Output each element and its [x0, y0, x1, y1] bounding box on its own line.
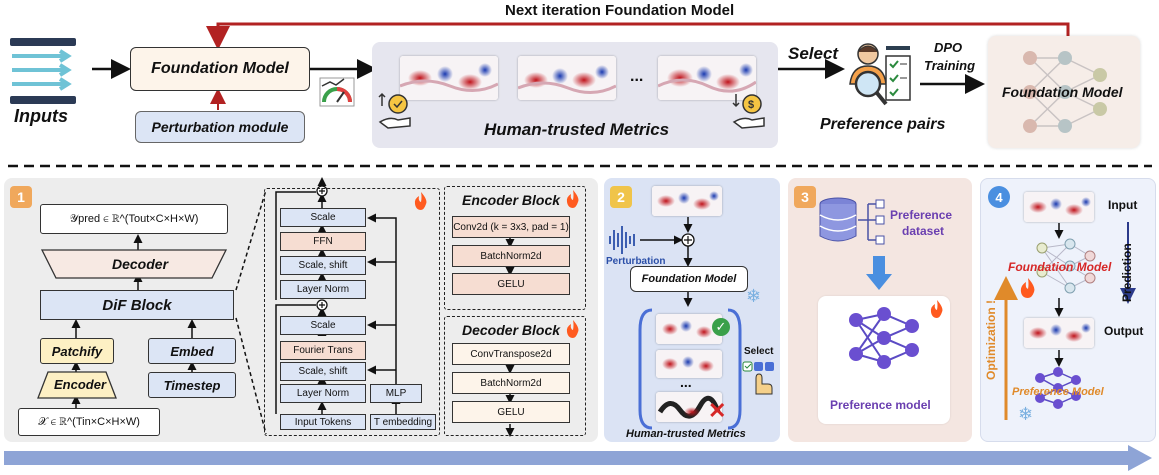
embed-box: Embed: [148, 338, 236, 364]
panel-2-badge: 2: [610, 186, 632, 208]
dpo-label: DPO: [934, 40, 963, 55]
check-icon: ✓: [712, 318, 730, 336]
encoder-block-title: Encoder Block: [462, 192, 561, 208]
foundation-model-box: Foundation Model: [130, 47, 310, 91]
dif-layernorm-top: Layer Norm: [280, 280, 366, 299]
inputs-label: Inputs: [14, 106, 68, 126]
panel-4-badge: 4: [988, 186, 1010, 208]
snowflake-icon: ❄: [1018, 404, 1034, 424]
forecast-image-3: [658, 56, 756, 100]
preference-dataset-label: dataset: [902, 224, 945, 238]
preference-pairs-icon: [849, 43, 911, 106]
metrics-ellipsis: ...: [630, 68, 644, 85]
dif-detail-frame: [264, 188, 440, 436]
p4-output-image: [1024, 318, 1094, 348]
dif-scale-bottom: Scale: [280, 316, 366, 335]
decoder-gelu: GELU: [452, 401, 570, 423]
p4-input-image: [1024, 192, 1094, 222]
p2-candidate-2: [656, 350, 722, 378]
foundation-model-right-label: Foundation Model: [1002, 84, 1123, 100]
p2-select-label: Select: [744, 346, 774, 357]
cross-icon: ✕: [708, 398, 727, 423]
p2-ellipsis: ...: [680, 374, 692, 390]
panel-1-badge: 1: [10, 186, 32, 208]
dif-scale-top: Scale: [280, 208, 366, 227]
dif-fourier-trans: Fourier Trans: [280, 341, 366, 360]
dif-layernorm-bottom: Layer Norm: [280, 384, 366, 403]
encoder-label: Encoder: [54, 377, 107, 392]
p2-foundation-model-box: Foundation Model: [630, 266, 748, 292]
database-icon: [819, 197, 885, 245]
metrics-label: Human-trusted Metrics: [484, 120, 670, 139]
flame-icon: [1020, 278, 1035, 298]
patchify-box: Patchify: [40, 338, 114, 364]
dif-ffn: FFN: [280, 232, 366, 251]
forecast-image-2: [518, 56, 616, 100]
decoder-shape: Decoder: [40, 249, 228, 279]
flame-icon: [566, 320, 579, 338]
dif-input-tokens: Input Tokens: [280, 414, 366, 430]
flame-icon: [414, 192, 427, 210]
money-hand-icon: $: [732, 94, 765, 129]
encoder-conv2d: Conv2d (k = 3x3, pad = 1): [452, 216, 570, 238]
training-label: Training: [924, 58, 976, 73]
p4-input-label: Input: [1108, 198, 1138, 212]
p4-output-label: Output: [1104, 324, 1144, 338]
inputs-icon: [10, 38, 76, 104]
svg-text:$: $: [748, 99, 754, 111]
gauge-icon: [319, 77, 355, 107]
p2-candidate-1: [656, 314, 722, 344]
p4-preference-model-label: Preference Model: [1012, 386, 1104, 398]
flame-icon: [930, 300, 943, 318]
dif-mlp: MLP: [370, 384, 422, 403]
panel-4: [980, 178, 1156, 442]
p2-candidate-bad: [656, 392, 722, 422]
dif-scale-shift-bottom: Scale, shift: [280, 362, 366, 381]
down-arrow-icon: [866, 256, 892, 290]
panel-3-badge: 3: [794, 186, 816, 208]
neural-network-icon: [849, 307, 919, 369]
p2-input-image: [652, 186, 722, 216]
decoder-block-frame: [444, 316, 586, 436]
preference-dataset-label-1: Preference: [890, 208, 953, 222]
x-input-box: 𝒳 ∈ ℝ^(Tin×C×H×W): [18, 408, 160, 436]
preference-model-label: Preference model: [830, 398, 931, 412]
dif-block-box: DiF Block: [40, 290, 234, 320]
dif-t-embedding: T embedding: [370, 414, 436, 430]
y-pred-box: 𝒴pred ∈ ℝ^(Tout×C×H×W): [40, 204, 228, 234]
forecast-image-1: [400, 56, 498, 100]
select-label: Select: [788, 44, 839, 63]
encoder-batchnorm: BatchNorm2d: [452, 245, 570, 267]
encoder-shape: Encoder: [37, 371, 117, 399]
decoder-label: Decoder: [112, 256, 169, 272]
p4-optimization-label: Optimization !: [984, 300, 998, 380]
encoder-gelu: GELU: [452, 273, 570, 295]
decoder-block-title: Decoder Block: [462, 322, 561, 338]
p4-prediction-label: Prediction: [1120, 243, 1134, 302]
preference-pairs-label: Preference pairs: [820, 116, 946, 133]
decoder-batchnorm: BatchNorm2d: [452, 372, 570, 394]
p2-metrics-label: Human-trusted Metrics: [626, 428, 746, 440]
snowflake-icon: ❄: [746, 286, 762, 306]
perturbation-module-box: Perturbation module: [135, 111, 305, 143]
perturbation-label: Perturbation: [606, 256, 666, 267]
dif-scale-shift-top: Scale, shift: [280, 256, 366, 275]
award-hand-icon: [378, 92, 411, 129]
waveform-icon: [609, 226, 635, 254]
p4-foundation-model-label: Foundation Model: [1008, 260, 1112, 274]
timestep-box: Timestep: [148, 372, 236, 398]
faded-network-icon: [1023, 51, 1107, 133]
flame-icon: [566, 190, 579, 208]
decoder-convtranspose: ConvTranspose2d: [452, 343, 570, 365]
select-hand-icon: [742, 361, 774, 395]
next-iteration-label: Next iteration Foundation Model: [505, 2, 735, 19]
encoder-block-frame: [444, 186, 586, 310]
